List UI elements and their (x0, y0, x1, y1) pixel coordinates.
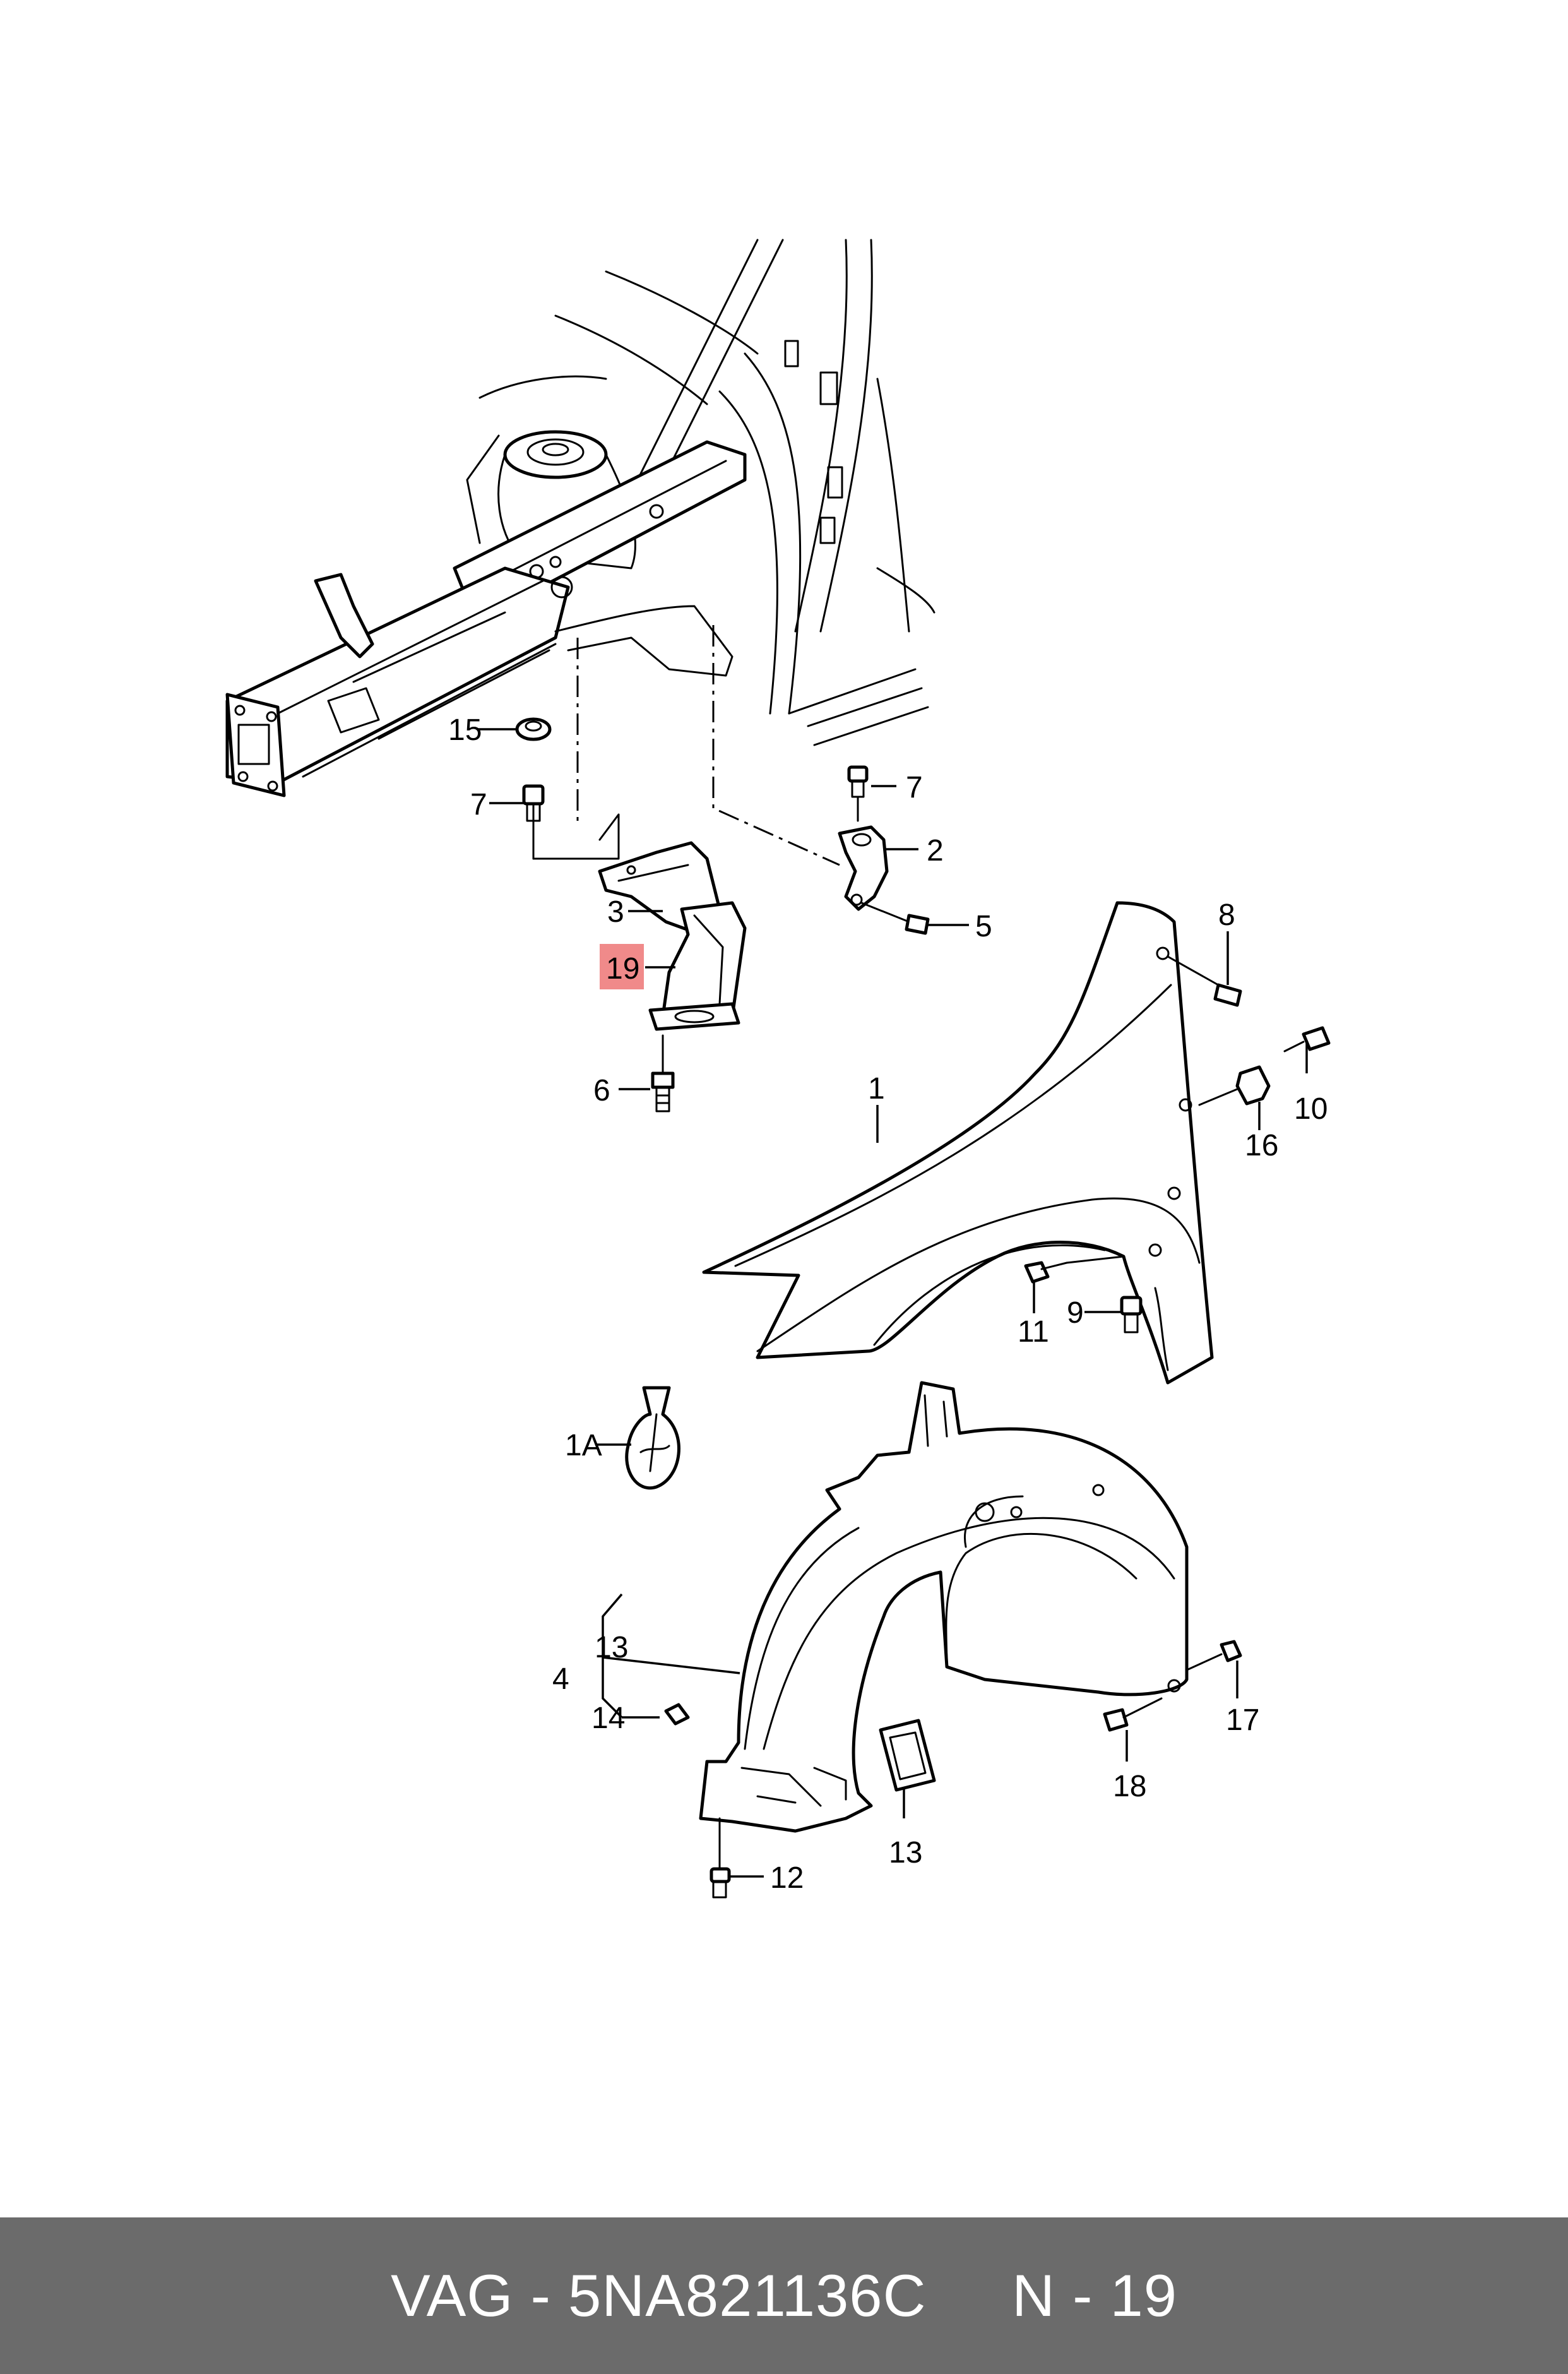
bolt-12 (710, 1817, 731, 1899)
callout-12: 12 (770, 1861, 804, 1895)
footer-diagram-ref: N - 19 (1012, 2262, 1178, 2329)
clip-17 (1185, 1640, 1242, 1671)
parts-diagram: 15 7 7 2 5 3 19 6 1 8 10 16 11 9 1A 4 13… (225, 239, 1331, 1899)
assembly-lines (576, 625, 840, 866)
leader-lines (477, 728, 1308, 1878)
bracket-part-2 (838, 765, 930, 935)
body-structure (225, 239, 935, 797)
callout-16: 16 (1245, 1129, 1278, 1162)
footer-part-number: 5NA821136C (568, 2262, 927, 2329)
bolt-8 (1167, 955, 1242, 1007)
callout-2: 2 (927, 834, 944, 868)
sealant-part-1A (625, 1386, 680, 1490)
footer-gap (926, 2262, 1012, 2330)
footer-brand: VAG (390, 2262, 514, 2329)
bolt-18 (1103, 1697, 1163, 1732)
callout-5: 5 (975, 910, 992, 943)
washer-15 (515, 717, 552, 741)
bracket-part-19 (532, 813, 747, 1112)
callout-14: 14 (591, 1702, 625, 1735)
callout-3: 3 (607, 895, 624, 929)
callouts: 15 7 7 2 5 3 19 6 1 8 10 16 11 9 1A 4 13… (448, 713, 1327, 1895)
highlight-19 (600, 944, 644, 989)
callout-19: 19 (606, 952, 639, 986)
callout-7-right: 7 (906, 771, 923, 804)
footer-bar: VAG - 5NA821136C N - 19 (0, 2217, 1568, 2374)
callout-18: 18 (1113, 1770, 1146, 1803)
seal-part-13 (879, 1719, 936, 1792)
callout-7-left: 7 (470, 788, 487, 821)
callout-1: 1 (868, 1072, 885, 1106)
callout-17: 17 (1226, 1703, 1259, 1737)
callout-1A: 1A (565, 1429, 602, 1462)
footer-separator: - (513, 2262, 569, 2329)
callout-6: 6 (593, 1074, 610, 1107)
callout-8: 8 (1218, 898, 1235, 932)
bolt-9 (1120, 1296, 1143, 1333)
callout-13-upper: 13 (595, 1631, 628, 1664)
clip-14 (664, 1703, 690, 1726)
callout-10: 10 (1294, 1092, 1327, 1126)
callout-9: 9 (1067, 1296, 1084, 1330)
callout-11: 11 (1018, 1315, 1049, 1349)
bolt-10 (1283, 1026, 1331, 1053)
fender-part-1 (702, 901, 1214, 1385)
callout-15: 15 (448, 713, 482, 747)
callout-4: 4 (552, 1662, 569, 1696)
wheel-liner-part-4 (699, 1381, 1189, 1833)
spacer-16 (1198, 1065, 1271, 1106)
bolt-7-left (522, 784, 545, 860)
bolt-11 (1024, 1255, 1125, 1284)
callout-13-lower: 13 (889, 1836, 922, 1870)
